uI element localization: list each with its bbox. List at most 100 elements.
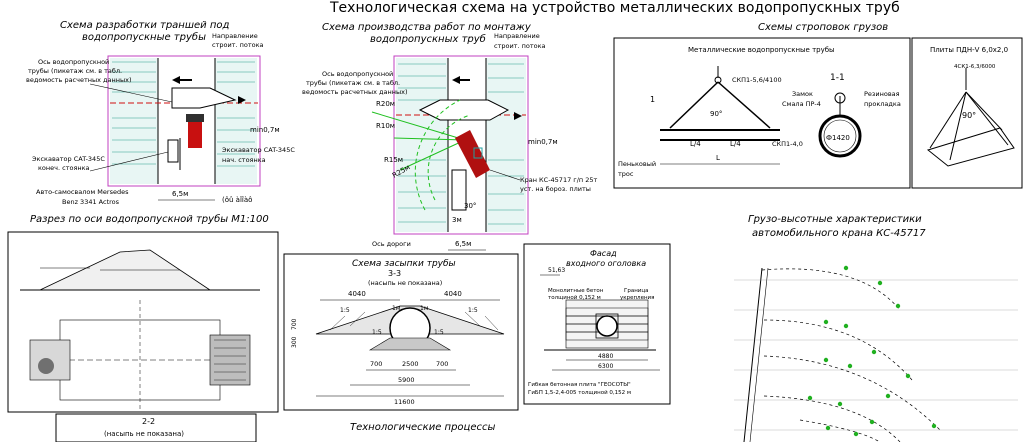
trench-truck-1: Авто-самосвалом Mersedes	[36, 188, 129, 196]
crane-chart-title-2: автомобильного крана КС-45717	[752, 227, 926, 239]
trench-scheme: Схема разработки траншей под водопропуск…	[26, 19, 295, 206]
slinging-rubber-1: Резиновая	[864, 90, 900, 98]
trench-direction-1: Направление	[212, 32, 258, 40]
backfill-dim-300: 300	[291, 336, 298, 348]
install-r15: R15м	[384, 156, 403, 164]
slinging-scheme: Схемы строповок грузов Металлические вод…	[613, 22, 1023, 189]
section-22-note: (насыпь не показана)	[104, 430, 184, 438]
trench-direction-2: строит. потока	[212, 41, 264, 49]
install-road-axis: Ось дороги	[372, 240, 411, 248]
slinging-l: L	[716, 154, 720, 162]
install-dim-width: 6,5м	[455, 240, 471, 248]
install-angle: 30°	[464, 202, 476, 210]
slinging-angle: 90°	[710, 110, 722, 118]
trench-axis-label-2: трубы (пикетаж см. в табл.	[28, 67, 122, 75]
slinging-section-11: 1-1	[830, 73, 845, 83]
trench-axis-label-3: ведомость расчетных данных)	[26, 76, 132, 84]
crane-chart-title-1: Грузо-высотные характеристики	[748, 214, 922, 225]
backfill-slope1: 1:5	[340, 307, 350, 314]
install-direction-1: Направление	[494, 32, 540, 40]
install-axis-1: Ось водопропускной	[322, 70, 393, 78]
facade-dim-6300: 6300	[598, 363, 613, 370]
install-3m: 3м	[452, 216, 462, 224]
backfill-dim-4040a: 4040	[348, 290, 366, 298]
install-crane-1: Кран КС-45717 г/п 25т	[520, 176, 597, 184]
slinging-lock-2: Смала ПР-4	[782, 100, 821, 108]
install-title-2: водопропускных труб	[370, 33, 486, 45]
trench-water-left	[110, 58, 158, 184]
backfill-note: (насыпь не показана)	[368, 279, 442, 287]
facade-dim-4880: 4880	[598, 353, 613, 360]
backfill-subtitle: 3-3	[388, 269, 401, 278]
slinging-hemp-1: Пеньковый	[618, 160, 656, 168]
slinging-l4a: L/4	[690, 140, 701, 148]
slinging-mark-1: 1	[650, 95, 655, 104]
backfill-slope3: 1:5	[372, 329, 382, 336]
trench-title-2: водопропускные трубы	[82, 31, 206, 43]
section-22: 2-2 (насыпь не показана)	[55, 413, 257, 442]
slinging-box1-title: Металлические водопропускные трубы	[688, 46, 835, 54]
install-r10: R10м	[376, 122, 395, 130]
backfill-dim-5900: 5900	[398, 376, 415, 384]
trench-dim-other: (ôû àîîàô	[222, 196, 252, 204]
facade-boundary-1: Граница	[624, 288, 649, 294]
backfill-dim-700a: 700	[370, 360, 382, 368]
trench-min: min0,7м	[250, 126, 280, 134]
slinging-lock-1: Замок	[792, 90, 813, 98]
install-title-1: Схема производства работ по монтажу	[322, 21, 532, 33]
backfill-label-1: 1м	[392, 305, 400, 312]
processes-title: Технологические процессы	[350, 422, 495, 433]
backfill-slope4: 1:5	[434, 329, 444, 336]
slinging-box2-title: Плиты ПДН-V 6,0х2,0	[930, 46, 1008, 54]
slinging-title: Схемы строповок грузов	[758, 22, 888, 33]
install-frame	[393, 55, 529, 235]
crane-chart: Грузо-высотные характеристики автомобиль…	[734, 214, 1018, 442]
trench-frame	[107, 55, 261, 187]
section-22-title: 2-2	[142, 417, 155, 426]
backfill-dim-700b: 700	[436, 360, 448, 368]
backfill-dim-11600: 11600	[394, 398, 415, 406]
facade-concrete-1: Монолитные бетон	[548, 288, 604, 294]
trench-excavator-start-1: Экскаватор CAT-345C	[222, 146, 295, 154]
slinging-rubber-2: прокладка	[864, 100, 901, 108]
install-r20: R20м	[376, 100, 395, 108]
install-crane-2: уст. на бороз. плиты	[520, 185, 591, 193]
install-scheme: Схема производства работ по монтажу водо…	[302, 21, 597, 251]
trench-dim-width: 6,5м	[172, 190, 188, 198]
pipe-section: Разрез по оси водопропускной трубы М1:10…	[7, 213, 279, 413]
slinging-sling3: 4СК1-6,3/6000	[954, 64, 996, 70]
slinging-l4b: L/4	[730, 140, 741, 148]
slinging-sling1: СКП1-5,6/4100	[732, 76, 782, 84]
facade-scheme: Фасад входного оголовка 51,63 Монолитные…	[523, 243, 671, 405]
slinging-box-1	[613, 37, 911, 189]
backfill-dim-2500: 2500	[402, 360, 419, 368]
facade-concrete-2: толщиной 0,152 м	[548, 294, 601, 301]
facade-title-1: Фасад	[590, 249, 617, 258]
trench-truck-2: Benz 3341 Actros	[62, 198, 120, 206]
backfill-title: Схема засыпки трубы	[352, 259, 456, 269]
facade-plate-1: Гибкая бетонная плита "ГЕОСОТЫ"	[528, 382, 631, 388]
slinging-hemp-2: трос	[618, 170, 634, 178]
trench-title-1: Схема разработки траншей под	[60, 19, 229, 31]
pipe-section-title: Разрез по оси водопропускной трубы М1:10…	[30, 213, 269, 225]
pipe-section-frame	[7, 231, 279, 413]
install-axis-2: трубы (пикетаж см. в табл.	[306, 79, 400, 87]
backfill-slope2: 1:5	[468, 307, 478, 314]
slinging-sling2: СКП1-4,0	[772, 140, 803, 148]
install-axis-3: ведомость расчетных данных)	[302, 88, 408, 96]
facade-boundary-2: укрепления	[620, 295, 654, 301]
facade-title-2: входного оголовка	[566, 259, 646, 268]
trench-axis-label-1: Ось водопропускной	[38, 58, 109, 66]
sheet-title: Технологическая схема на устройство мета…	[329, 0, 900, 16]
slinging-box-2	[911, 37, 1023, 189]
section-22-frame	[55, 413, 257, 442]
trench-excavator-start-2: нач. стоянка	[222, 156, 266, 164]
install-direction-2: строит. потока	[494, 42, 546, 50]
facade-frame	[523, 243, 671, 405]
backfill-dim-700h: 700	[291, 318, 298, 330]
slinging-diameter: Ф1420	[826, 134, 850, 142]
facade-elevation: 51,63	[548, 267, 565, 274]
backfill-scheme: Схема засыпки трубы 3-3 (насыпь не показ…	[283, 253, 519, 411]
backfill-frame	[283, 253, 519, 411]
trench-water-right	[215, 58, 257, 184]
